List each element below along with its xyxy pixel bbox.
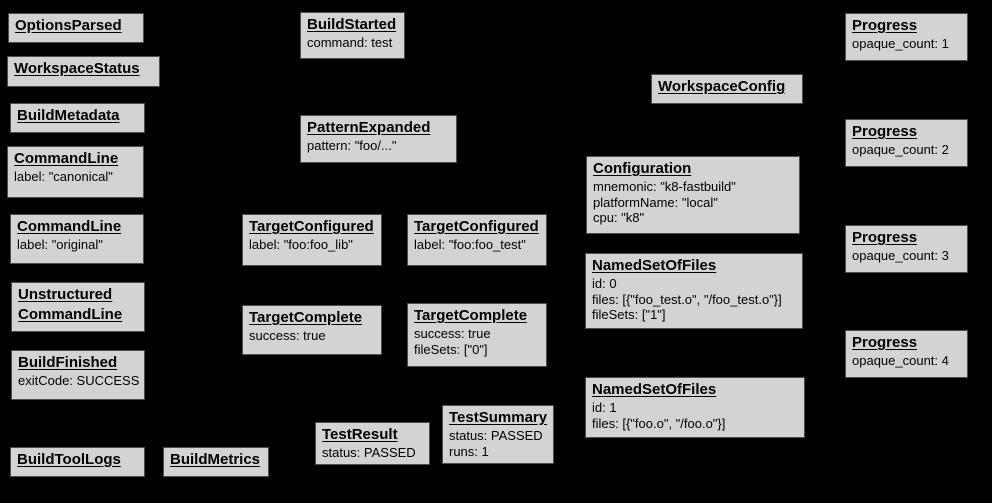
node-attribute: runs: 1 — [449, 443, 489, 459]
node-progress-3: Progress opaque_count: 3 — [845, 225, 968, 273]
node-patternexpanded: PatternExpanded pattern: "foo/..." — [300, 115, 457, 163]
node-title: BuildStarted — [307, 16, 397, 33]
node-attribute: platformName: "local" — [593, 194, 718, 210]
node-testresult: TestResult status: PASSED — [315, 422, 430, 465]
node-attribute: exitCode: SUCCESS — [18, 373, 140, 388]
node-attribute: command: test — [307, 35, 393, 50]
node-title: Configuration — [593, 160, 692, 177]
node-attribute: success: true — [414, 326, 491, 341]
node-attribute: mnemonic: "k8-fastbuild" — [593, 179, 736, 194]
node-attribute: status: PASSED — [449, 428, 543, 443]
node-title: TargetConfigured — [249, 218, 374, 235]
node-commandline-2: CommandLine label: "original" — [10, 214, 144, 264]
node-buildtoollogs: BuildToolLogs — [10, 447, 145, 477]
node-workspacestatus: WorkspaceStatus — [7, 56, 160, 87]
node-buildstarted: BuildStarted command: test — [300, 12, 405, 59]
node-title: PatternExpanded — [307, 119, 431, 136]
node-attribute: opaque_count: 2 — [852, 142, 949, 157]
node-buildmetrics: BuildMetrics — [163, 447, 269, 477]
node-attribute: label: "foo:foo_test" — [414, 237, 526, 252]
node-attribute: opaque_count: 4 — [852, 353, 949, 368]
node-title: TargetConfigured — [414, 218, 539, 235]
node-workspaceconfig: WorkspaceConfig — [651, 74, 803, 104]
node-title: CommandLine — [17, 218, 122, 235]
node-attribute: opaque_count: 3 — [852, 248, 949, 263]
node-attribute: label: "foo:foo_lib" — [249, 237, 353, 252]
node-title: BuildToolLogs — [17, 451, 121, 468]
node-title: BuildMetrics — [170, 451, 261, 468]
node-title: NamedSetOfFiles — [592, 257, 717, 274]
node-attribute: id: 1 — [592, 400, 617, 415]
node-buildfinished: BuildFinished exitCode: SUCCESS — [11, 350, 145, 400]
node-unstructured-commandline: Unstructured CommandLine — [11, 282, 145, 332]
node-title: WorkspaceConfig — [658, 78, 786, 95]
node-title: TargetComplete — [249, 309, 363, 326]
node-title: Progress — [852, 334, 918, 351]
node-title: BuildFinished — [18, 354, 118, 371]
node-title: CommandLine — [14, 150, 119, 167]
node-title: Unstructured CommandLine — [18, 286, 123, 323]
node-progress: Progress opaque_count: 1 — [845, 13, 968, 61]
node-targetconfigured-2: TargetConfigured label: "foo:foo_test" — [407, 214, 547, 266]
node-attribute: fileSets: ["0"] — [414, 341, 488, 357]
node-attribute: files: [{"foo.o", "/foo.o"}] — [592, 415, 726, 431]
node-targetconfigured: TargetConfigured label: "foo:foo_lib" — [242, 214, 382, 266]
node-attribute: fileSets: ["1"] — [592, 307, 666, 322]
node-attribute: pattern: "foo/..." — [307, 138, 397, 153]
node-attribute: success: true — [249, 328, 326, 343]
node-attribute: label: "original" — [17, 237, 103, 252]
node-title: TestSummary — [449, 409, 548, 426]
node-attribute: cpu: "k8" — [593, 210, 645, 225]
node-title: OptionsParsed — [15, 17, 122, 34]
node-title: NamedSetOfFiles — [592, 381, 717, 398]
node-attribute: opaque_count: 1 — [852, 36, 949, 51]
node-attribute: label: "canonical" — [14, 169, 113, 184]
node-title: TargetComplete — [414, 307, 528, 324]
node-attribute: status: PASSED — [322, 445, 416, 460]
node-title: Progress — [852, 229, 918, 246]
node-attribute: files: [{"foo_test.o", "/foo_test.o"}] — [592, 291, 782, 307]
node-targetcomplete: TargetComplete success: true — [242, 305, 382, 355]
node-progress-4: Progress opaque_count: 4 — [845, 330, 968, 378]
node-commandline: CommandLine label: "canonical" — [7, 146, 144, 198]
node-title: WorkspaceStatus — [14, 60, 140, 77]
node-progress-2: Progress opaque_count: 2 — [845, 119, 968, 167]
node-title: BuildMetadata — [17, 107, 120, 124]
node-title: Progress — [852, 17, 918, 34]
node-title: TestResult — [322, 426, 398, 443]
node-title: Progress — [852, 123, 918, 140]
node-attribute: id: 0 — [592, 276, 617, 291]
node-buildmetadata: BuildMetadata — [10, 103, 145, 133]
node-optionsparsed: OptionsParsed — [8, 13, 144, 43]
node-configuration: Configuration mnemonic: "k8-fastbuild"pl… — [586, 156, 800, 234]
